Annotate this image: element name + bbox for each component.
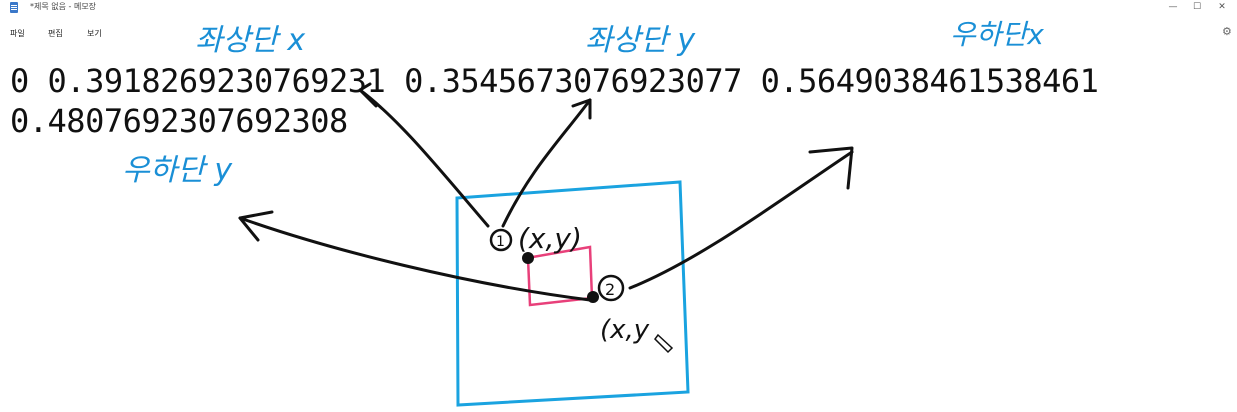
label-top-left-y: 좌상단 y [585,23,696,58]
document-line-2[interactable]: 0.4807692307692308 [10,102,348,140]
arrowhead-top-left-y [571,98,592,120]
document-line-1[interactable]: 0 0.3918269230769231 0.3545673076923077 … [10,62,1099,100]
maximize-button[interactable]: ☐ [1192,2,1202,12]
minimize-button[interactable]: — [1168,2,1178,12]
close-button[interactable]: ✕ [1218,2,1226,12]
arrowhead-bottom-right-x [808,146,854,190]
label-bottom-right-x: 우하단x [950,18,1044,51]
point2-number: 2 [605,280,615,299]
point1-number: 1 [496,234,505,250]
window-title: *제목 없음 - 메모장 [30,2,97,11]
image-frame [455,180,690,407]
arrows [238,82,854,302]
point2-circle [597,274,625,302]
menu-bar: 파일 편집 보기 [0,22,1237,42]
arrow-to-top-left-y [501,98,592,228]
point-top-left [522,252,534,264]
arrow-to-bottom-right-y [238,216,592,302]
menu-edit[interactable]: 편집 [48,29,63,38]
title-bar: *제목 없음 - 메모장 — ☐ ✕ [0,0,1237,16]
point1-circle [489,228,513,252]
menu-file[interactable]: 파일 [10,29,25,38]
point2-coordinates: (x,y [600,315,650,345]
pencil-cursor-icon [654,333,674,354]
label-top-left-x: 좌상단 x [195,23,305,58]
arrow-to-bottom-right-x [628,150,854,290]
menu-view[interactable]: 보기 [87,29,102,38]
notepad-icon [10,2,18,13]
arrowhead-bottom-right-y [238,210,274,242]
point1-coordinates: (x,y) [518,222,582,255]
label-bottom-right-y: 우하단 y [122,153,233,188]
arrowhead-top-left-x [358,82,378,108]
settings-gear-icon[interactable]: ⚙ [1222,25,1232,38]
arrow-to-top-left-x [358,88,490,228]
